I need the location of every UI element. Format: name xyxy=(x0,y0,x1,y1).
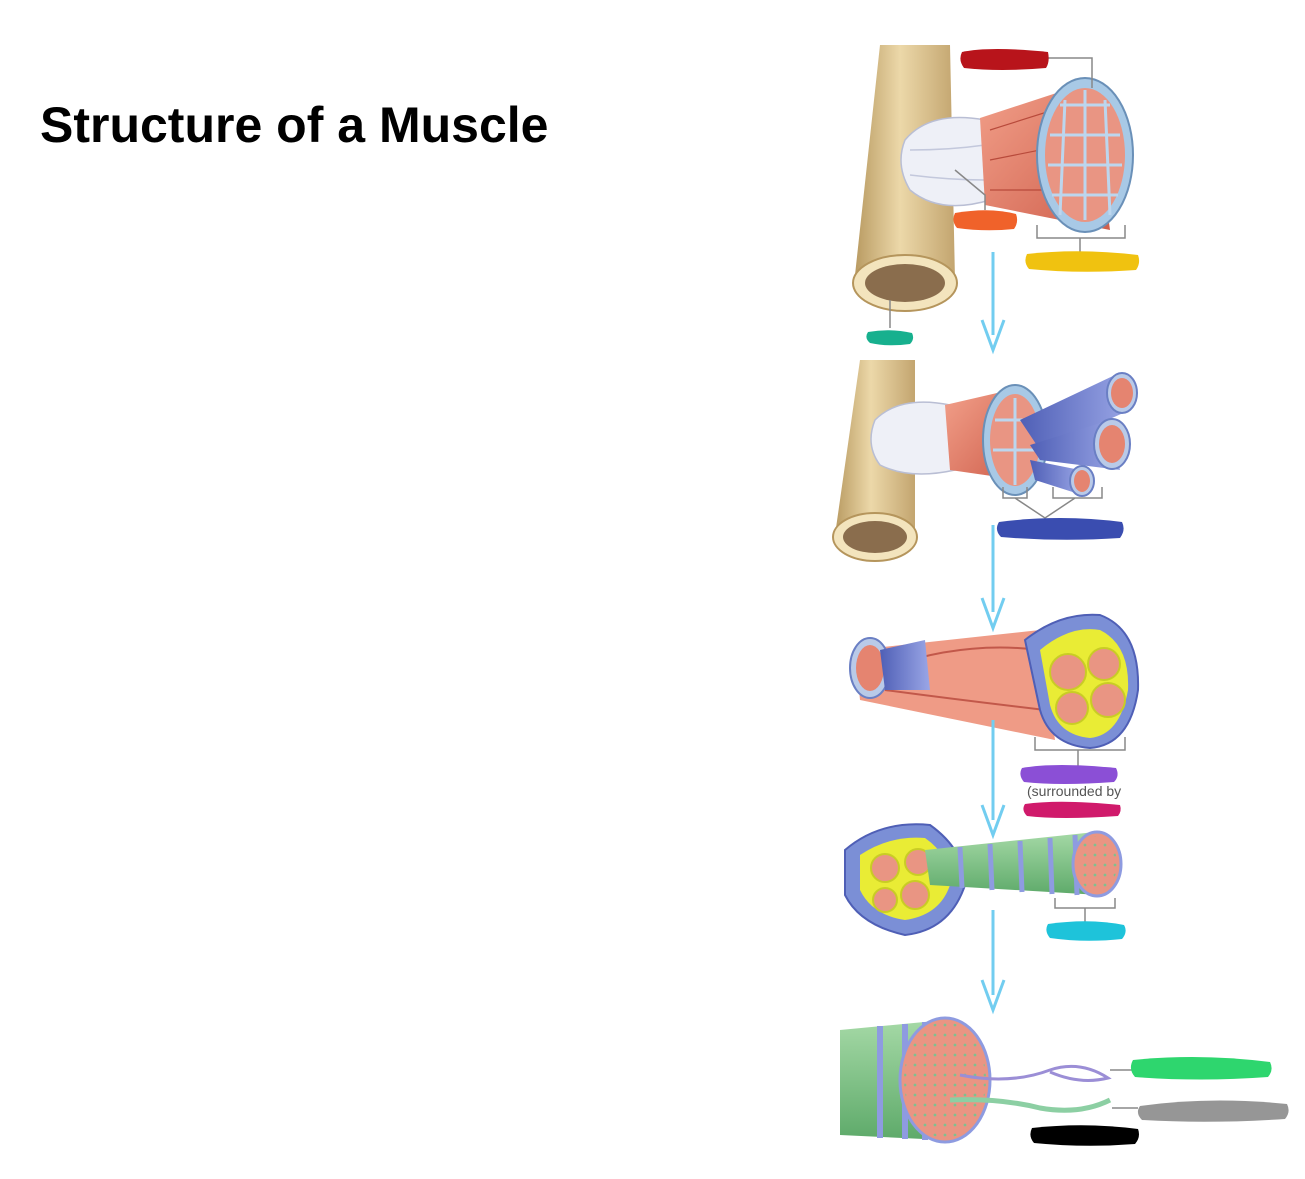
leader-lines-3 xyxy=(1034,737,1126,768)
label-blob-black xyxy=(1030,1125,1139,1146)
thick-filament xyxy=(949,1097,1112,1113)
page-title: Structure of a Muscle xyxy=(40,97,549,153)
label-blob-red xyxy=(960,49,1049,70)
arrow-down-icon xyxy=(980,720,1006,840)
stage-2-fascicles xyxy=(832,360,1138,562)
label-blob-purple xyxy=(1020,765,1118,784)
muscle-cross-section-1 xyxy=(1036,77,1134,233)
arrow-down-icon xyxy=(980,525,1006,633)
fascicle-bundles xyxy=(1020,372,1138,497)
leader-lines-1 xyxy=(889,57,1126,328)
label-blob-yellow xyxy=(1025,251,1140,272)
leader-lines-5 xyxy=(1110,1069,1138,1109)
label-blob-cyan xyxy=(1046,921,1126,941)
stage-5-myofibril xyxy=(840,1016,1289,1146)
stage-4-muscle-fiber xyxy=(844,823,1126,941)
surrounded-by-caption: (surrounded by xyxy=(1027,783,1121,799)
label-blob-teal xyxy=(866,330,914,346)
label-blob-orange xyxy=(953,210,1018,231)
leader-lines-4 xyxy=(1054,898,1116,922)
leader-lines-2 xyxy=(1002,487,1103,519)
label-blob-gray xyxy=(1137,1100,1289,1122)
label-blob-green xyxy=(1130,1056,1272,1080)
label-blob-magenta xyxy=(1023,801,1121,818)
stage-1-muscle xyxy=(852,45,1140,346)
label-blob-blue xyxy=(996,518,1124,540)
stage-3-fascicle-detail: (surrounded by xyxy=(849,613,1140,818)
arrow-down-icon xyxy=(980,910,1006,1015)
fascicle-cross-section xyxy=(1023,613,1140,750)
arrow-down-icon xyxy=(980,252,1006,355)
tendon-2 xyxy=(870,401,956,475)
thin-filament xyxy=(959,1064,1112,1082)
single-muscle-fiber xyxy=(925,830,1123,898)
tendon-1 xyxy=(900,116,991,207)
